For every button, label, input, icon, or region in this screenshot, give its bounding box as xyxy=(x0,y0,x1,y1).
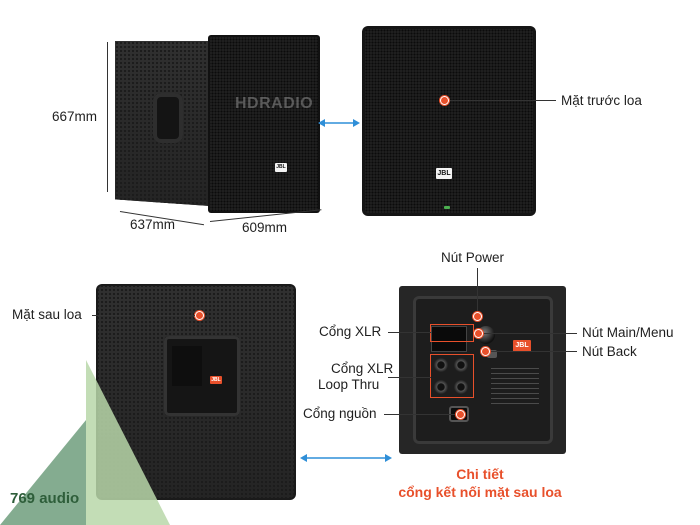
back-button-label: Nút Back xyxy=(582,344,637,359)
back-label: Mặt sau loa xyxy=(12,307,82,322)
xlr-thru-label-line2: Loop Thru xyxy=(318,377,380,392)
back-marker-dot xyxy=(195,311,204,320)
back-leader-line xyxy=(92,315,195,316)
corner-brand-text: 769 audio xyxy=(10,490,80,507)
xlr-thru-label-line1: Cổng XLR xyxy=(331,361,394,376)
speaker-handle xyxy=(153,93,183,143)
back-button-marker-dot xyxy=(481,347,490,356)
speaker-front-grille-angled xyxy=(208,35,320,213)
watermark-hdradio: HDRADIO xyxy=(235,95,314,112)
xlr-thru-leader-line xyxy=(388,377,431,378)
depth-dimension-label: 637mm xyxy=(130,217,176,232)
caption-line-2: cổng kết nối mặt sau loa xyxy=(398,484,562,500)
back-button-leader-line xyxy=(491,351,577,352)
speaker-angled-view: JBL HDRADIO xyxy=(115,35,325,215)
front-leader-line xyxy=(450,100,556,101)
xlr-thru-jack-1 xyxy=(434,380,448,394)
xlr-input-jack-2 xyxy=(454,358,468,372)
jbl-logo: JBL xyxy=(275,163,287,172)
front-marker-dot xyxy=(440,96,449,105)
xlr-thru-jack-2 xyxy=(454,380,468,394)
front-label: Mặt trước loa xyxy=(561,93,642,108)
xlr-leader-line xyxy=(388,332,431,333)
height-dimension-label: 667mm xyxy=(52,109,98,124)
main-menu-label: Nút Main/Menu xyxy=(582,325,674,340)
xlr-highlight-box xyxy=(430,324,474,342)
double-arrow-bottom xyxy=(300,450,392,462)
power-leader-line xyxy=(477,268,478,313)
power-marker-dot xyxy=(473,312,482,321)
back-panel-recess: JBL xyxy=(164,336,240,416)
double-arrow-top xyxy=(318,115,360,127)
back-button-small xyxy=(487,350,497,358)
back-panel-detail: JBL xyxy=(399,286,566,454)
jbl-logo-back-small: JBL xyxy=(210,376,222,384)
power-led-indicator xyxy=(444,206,450,209)
xlr-thru-highlight-box xyxy=(430,354,474,398)
jbl-logo-detail: JBL xyxy=(513,340,531,352)
xlr-label: Cổng XLR xyxy=(319,324,382,339)
speaker-front-view: JBL xyxy=(362,26,536,216)
main-menu-marker-dot xyxy=(474,329,483,338)
jbl-logo-front: JBL xyxy=(436,168,452,179)
corner-logo-graphic xyxy=(0,360,170,525)
xlr-input-jack-1 xyxy=(434,358,448,372)
caption-line-1: Chi tiết xyxy=(456,466,504,482)
speaker-back-view: JBL xyxy=(96,284,296,500)
height-dimension-line xyxy=(107,42,108,192)
power-button-label: Nút Power xyxy=(441,250,505,265)
width-dimension-label: 609mm xyxy=(242,220,288,235)
power-port-label: Cổng nguồn xyxy=(303,406,377,421)
power-port-marker-dot xyxy=(456,410,465,419)
lcd-display xyxy=(431,326,467,352)
power-port-leader-line xyxy=(384,414,457,415)
main-menu-leader-line xyxy=(484,333,577,334)
